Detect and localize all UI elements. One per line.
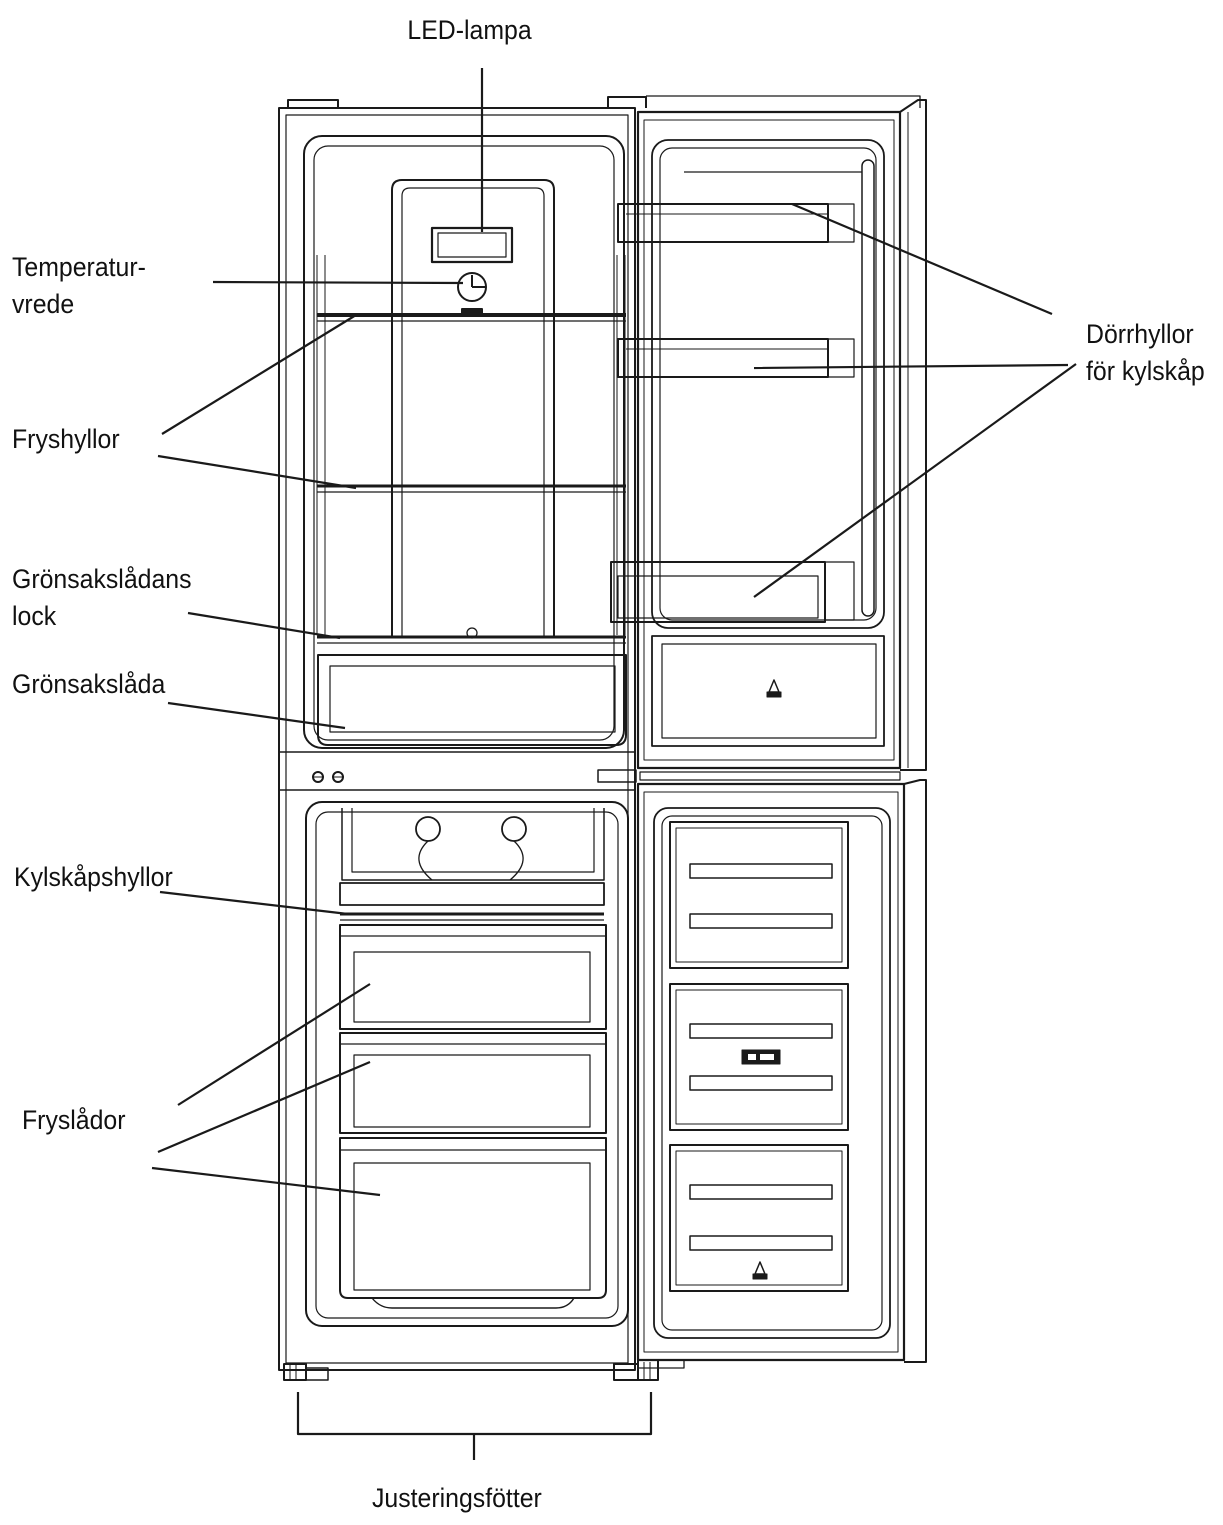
label-door-shelves: Dörrhyllor för kylskåp <box>1086 316 1205 390</box>
upper-compartment <box>303 135 625 749</box>
leader-freezer-shelf-1 <box>161 314 357 435</box>
label-door-shelves-line2: för kylskåp <box>1086 356 1205 386</box>
label-crisper-lid: Grönsakslådans lock <box>12 561 192 635</box>
led-lamp <box>430 226 514 264</box>
leader-freezer-drawer-2 <box>157 1060 371 1154</box>
leader-crisper-lid <box>187 611 341 640</box>
label-crisper-lid-line1: Grönsakslådans <box>12 564 192 594</box>
label-door-shelves-line1: Dörrhyllor <box>1086 319 1194 349</box>
upper-door <box>597 95 927 783</box>
adjustable-feet <box>283 1359 659 1381</box>
label-crisper: Grönsakslåda <box>12 669 166 699</box>
thermostat-knob <box>457 272 487 317</box>
leader-feet-bracket <box>296 1392 653 1436</box>
freezer-drawers <box>339 924 607 1309</box>
label-crisper-lid-line2: lock <box>12 601 57 631</box>
label-freezer-drawers: Fryslådor <box>22 1105 126 1135</box>
label-thermostat: Temperatur- vrede <box>12 249 146 323</box>
crisper-drawer <box>317 654 627 746</box>
lower-compartment <box>305 801 629 1327</box>
label-fridge-shelves: Kylskåpshyllor <box>14 862 173 892</box>
control-buttons <box>312 771 344 783</box>
lower-door <box>636 779 927 1369</box>
leader-crisper <box>167 701 346 730</box>
leader-fridge-shelves <box>159 890 349 916</box>
label-thermostat-line1: Temperatur- <box>12 252 146 282</box>
label-freezer-shelves: Fryshyllor <box>12 424 120 454</box>
upper-shelves <box>316 255 626 644</box>
label-feet: Justeringsfötter <box>372 1483 542 1513</box>
leader-thermostat <box>212 280 464 285</box>
label-led-lamp: LED-lampa <box>407 15 532 45</box>
leader-freezer-drawer-3 <box>151 1166 381 1197</box>
leader-door-shelf-2 <box>753 363 1069 370</box>
cabinet <box>278 96 647 1371</box>
label-thermostat-line2: vrede <box>12 289 75 319</box>
leader-door-shelf-3 <box>753 363 1077 598</box>
leader-freezer-drawer-1 <box>177 983 371 1106</box>
leader-lines <box>151 68 1077 1460</box>
leader-freezer-shelf-2 <box>157 454 357 490</box>
leader-door-shelf-1 <box>791 202 1053 316</box>
